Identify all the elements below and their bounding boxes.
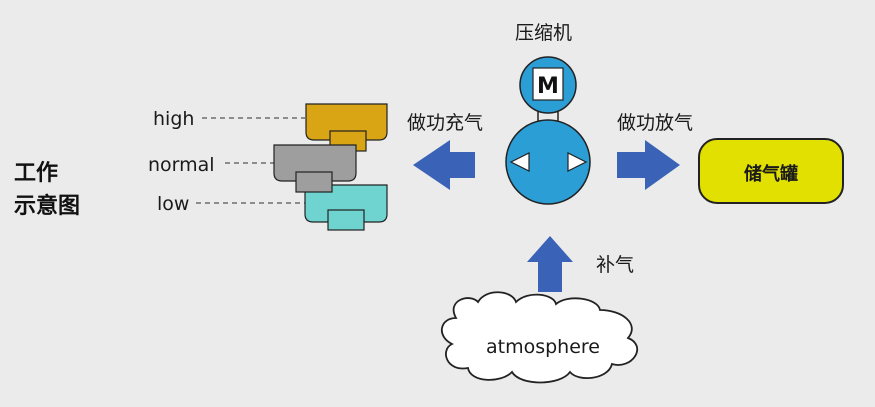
normal-piston-block bbox=[273, 144, 357, 193]
atmosphere-cloud bbox=[441, 291, 639, 384]
charge-arrow bbox=[413, 140, 475, 190]
level-label-high: high bbox=[153, 108, 195, 130]
storage-tank-label: 储气罐 bbox=[744, 164, 798, 185]
discharge-label: 做功放气 bbox=[617, 112, 694, 134]
high-piston-block bbox=[305, 103, 388, 152]
atmosphere-label: atmosphere bbox=[486, 336, 600, 358]
discharge-arrow bbox=[617, 140, 680, 190]
diagram-title-line1: 工作 bbox=[14, 161, 59, 186]
motor-letter: M bbox=[537, 74, 559, 99]
compressor-body bbox=[505, 119, 591, 205]
compressor-label: 压缩机 bbox=[515, 22, 573, 44]
motor-badge bbox=[532, 67, 564, 101]
compressor-left-valve bbox=[509, 152, 530, 172]
replenish-arrow bbox=[527, 236, 573, 292]
charge-label: 做功充气 bbox=[407, 112, 484, 134]
storage-tank bbox=[698, 138, 844, 204]
compressor-right-valve bbox=[567, 152, 588, 172]
level-label-normal: normal bbox=[148, 154, 215, 176]
compressor: M bbox=[505, 56, 591, 205]
diagram-title-line2: 示意图 bbox=[14, 194, 81, 219]
replenish-label: 补气 bbox=[596, 254, 635, 276]
level-label-low: low bbox=[157, 193, 190, 215]
low-piston-block bbox=[304, 184, 388, 231]
